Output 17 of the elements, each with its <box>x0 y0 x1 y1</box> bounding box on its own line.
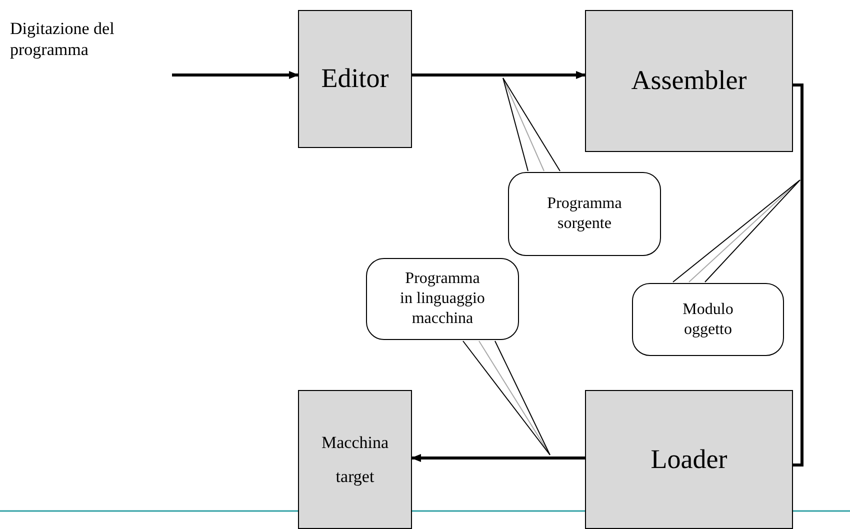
box-label: Macchina target <box>321 432 389 488</box>
process-box <box>298 10 412 148</box>
box-label: Loader <box>650 442 728 476</box>
step-label: Digitazione del programma <box>10 18 172 78</box>
box-label: Modulo oggetto <box>682 300 734 340</box>
arrow <box>411 454 585 462</box>
process-box <box>298 390 412 529</box>
box-label: Editor <box>321 62 389 96</box>
process-box <box>585 390 793 529</box>
arrow <box>412 71 586 79</box>
callout-bubble <box>366 258 519 340</box>
callout-bubble <box>632 283 784 356</box>
box-label: Programma sorgente <box>546 194 623 234</box>
process-box <box>585 10 793 152</box>
box-label: Assembler <box>631 64 747 98</box>
box-label: Programma in linguaggio macchina <box>399 269 486 329</box>
arrow <box>172 71 299 79</box>
